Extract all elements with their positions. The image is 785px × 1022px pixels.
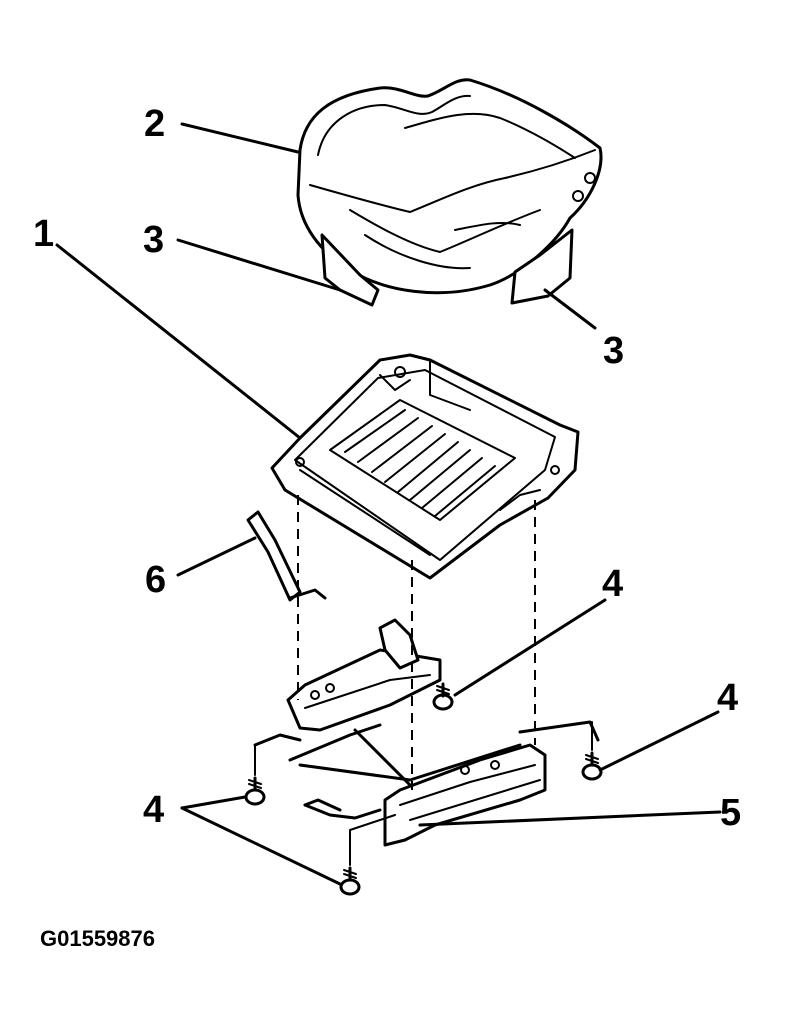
figure-id: G01559876 bbox=[40, 926, 155, 951]
bolt-4 bbox=[581, 751, 603, 781]
adjuster-handle bbox=[246, 510, 327, 602]
callout-3-right: 3 bbox=[603, 330, 624, 372]
bolt-3 bbox=[339, 866, 361, 896]
callout-2: 2 bbox=[144, 103, 165, 145]
callout-4-center: 4 bbox=[602, 563, 623, 605]
alignment-lines bbox=[297, 495, 536, 790]
seat-frame bbox=[270, 353, 580, 580]
bolt-2 bbox=[244, 776, 266, 806]
callout-4-right: 4 bbox=[717, 677, 738, 719]
callout-6: 6 bbox=[145, 559, 166, 601]
callout-1: 1 bbox=[33, 213, 54, 255]
leader-lines bbox=[55, 122, 722, 886]
seat-adjuster bbox=[253, 618, 600, 847]
callout-4-left: 4 bbox=[143, 789, 164, 831]
callout-5: 5 bbox=[720, 792, 741, 834]
callout-3-left: 3 bbox=[143, 219, 164, 261]
seat-cushion bbox=[296, 78, 603, 307]
bolts bbox=[244, 682, 603, 896]
bolt-1 bbox=[432, 682, 454, 711]
